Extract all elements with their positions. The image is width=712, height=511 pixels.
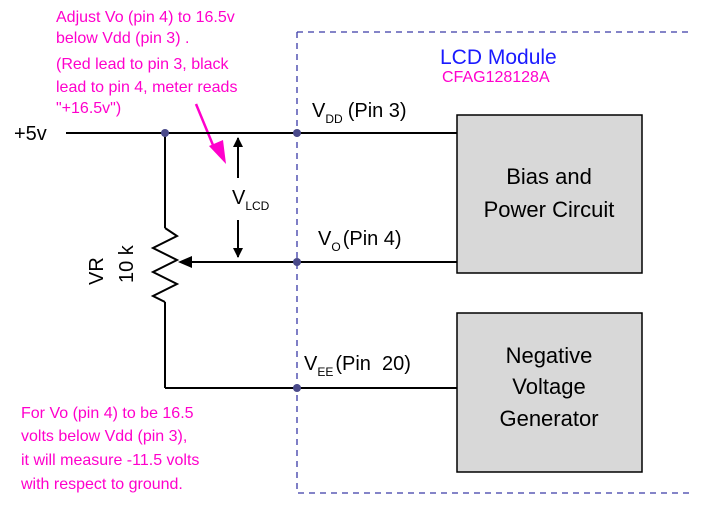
rail-junction-node	[161, 129, 169, 137]
neg-block-label: Voltage	[512, 374, 585, 399]
module-title: LCD Module	[440, 46, 557, 69]
potentiometer-vr	[150, 227, 180, 303]
bias-block-label: Power Circuit	[484, 197, 615, 222]
vdd-subscript: DD	[325, 112, 343, 126]
vdd-boundary-node	[293, 129, 301, 137]
vo-subscript: O	[331, 240, 340, 254]
adjust-note-line: (Red lead to pin 3, black	[56, 56, 230, 73]
vdd-pin-label: VDD(Pin 3)	[312, 100, 407, 126]
vr-name: VR	[86, 257, 108, 285]
measurement-note-line: it will measure -11.5 volts	[21, 452, 199, 469]
vee-boundary-node	[293, 384, 301, 392]
module-part-number: CFAG128128A	[442, 69, 550, 86]
vo-pin-label: VO(Pin 4)	[318, 228, 402, 254]
adjust-note: Adjust Vo (pin 4) to 16.5v below Vdd (pi…	[56, 9, 237, 117]
vo-boundary-node	[293, 258, 301, 266]
adjust-note-line: lead to pin 4, meter reads	[56, 79, 237, 96]
bias-block-label: Bias and	[506, 164, 592, 189]
vee-pin-label: VEE(Pin 20)	[304, 353, 411, 379]
wiper-arrowhead	[178, 256, 192, 268]
neg-block-label: Negative	[506, 343, 593, 368]
measurement-note-line: volts below Vdd (pin 3),	[21, 428, 187, 445]
vr-value: 10 k	[116, 244, 138, 283]
measurement-note-line: For Vo (pin 4) to be 16.5	[21, 405, 194, 422]
adjust-note-line: "+16.5v")	[56, 100, 121, 117]
adjust-note-line: Adjust Vo (pin 4) to 16.5v	[56, 9, 235, 26]
adjust-note-line: below Vdd (pin 3) .	[56, 30, 189, 47]
neg-block-label: Generator	[499, 406, 598, 431]
vlcd-subscript: LCD	[245, 199, 269, 213]
vlcd-label: VLCD	[232, 187, 270, 213]
note-pointer-arrow	[194, 103, 226, 164]
bias-power-block	[456, 114, 643, 274]
measurement-note: For Vo (pin 4) to be 16.5 volts below Vd…	[20, 405, 199, 493]
supply-label: +5v	[14, 123, 47, 145]
measurement-note-line: with respect to ground.	[20, 476, 183, 493]
negative-voltage-block	[456, 312, 643, 473]
vee-subscript: EE	[317, 365, 333, 379]
